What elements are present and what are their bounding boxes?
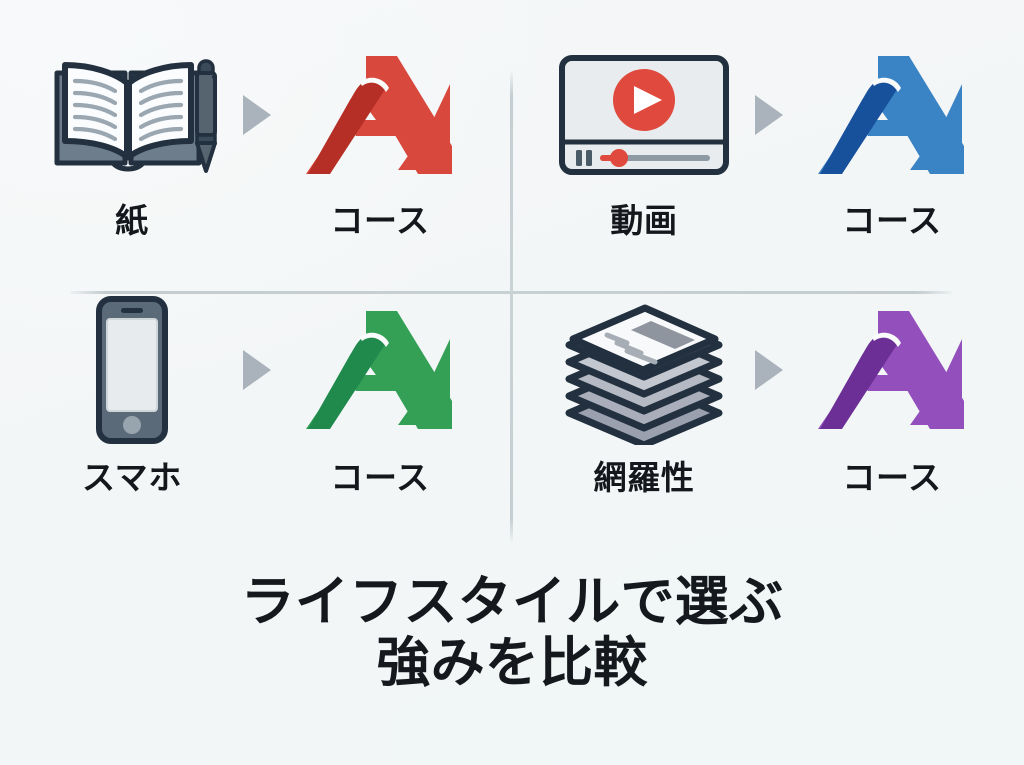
document-stack-icon [559, 292, 729, 447]
result-cell-coverage: コース [799, 292, 985, 494]
headline-line-2: 強みを比較 [376, 633, 648, 694]
result-label-smartphone: コース [330, 459, 430, 496]
result-label-coverage: コース [842, 459, 942, 496]
triangle-right-arrow-icon [755, 95, 783, 135]
triangle-right-arrow-icon [755, 349, 783, 390]
course-logo-mark-red [300, 40, 460, 190]
arrow-paper [225, 40, 287, 190]
source-cell-smartphone: スマホ [39, 292, 225, 494]
source-cell-coverage: 網羅性 [551, 292, 737, 494]
result-cell-paper: コース [287, 40, 473, 237]
video-player-icon [556, 40, 732, 190]
result-label-paper: コース [330, 202, 430, 239]
course-logo-mark-green [300, 292, 460, 447]
triangle-right-arrow-icon [243, 95, 271, 135]
quadrant-grid: 紙 コース [0, 40, 1024, 550]
source-label-smartphone: スマホ [82, 459, 182, 496]
arrow-coverage [737, 292, 799, 447]
course-logo-mark-blue [812, 40, 972, 190]
open-book-with-pen-icon [47, 40, 217, 190]
quadrant-video: 動画 コース [512, 40, 1024, 292]
quadrant-coverage: 網羅性 コース [512, 292, 1024, 550]
headline: ライフスタイルで選ぶ 強みを比較 [0, 572, 1024, 694]
result-cell-video: コース [799, 40, 985, 237]
pen-icon [195, 59, 217, 173]
arrow-smartphone [225, 292, 287, 447]
quadrant-smartphone: スマホ コース [0, 292, 512, 550]
source-label-coverage: 網羅性 [593, 459, 695, 496]
smartphone-icon [77, 292, 187, 447]
source-label-video: 動画 [610, 202, 678, 239]
source-cell-video: 動画 [551, 40, 737, 237]
source-label-paper: 紙 [115, 202, 149, 239]
source-cell-paper: 紙 [39, 40, 225, 237]
vertical-divider [510, 72, 513, 542]
arrow-video [737, 40, 799, 190]
triangle-right-arrow-icon [243, 349, 271, 390]
headline-line-1: ライフスタイルで選ぶ [240, 572, 784, 632]
result-cell-smartphone: コース [287, 292, 473, 494]
quadrant-paper: 紙 コース [0, 40, 512, 292]
result-label-video: コース [842, 202, 942, 239]
course-logo-mark-purple [812, 292, 972, 447]
